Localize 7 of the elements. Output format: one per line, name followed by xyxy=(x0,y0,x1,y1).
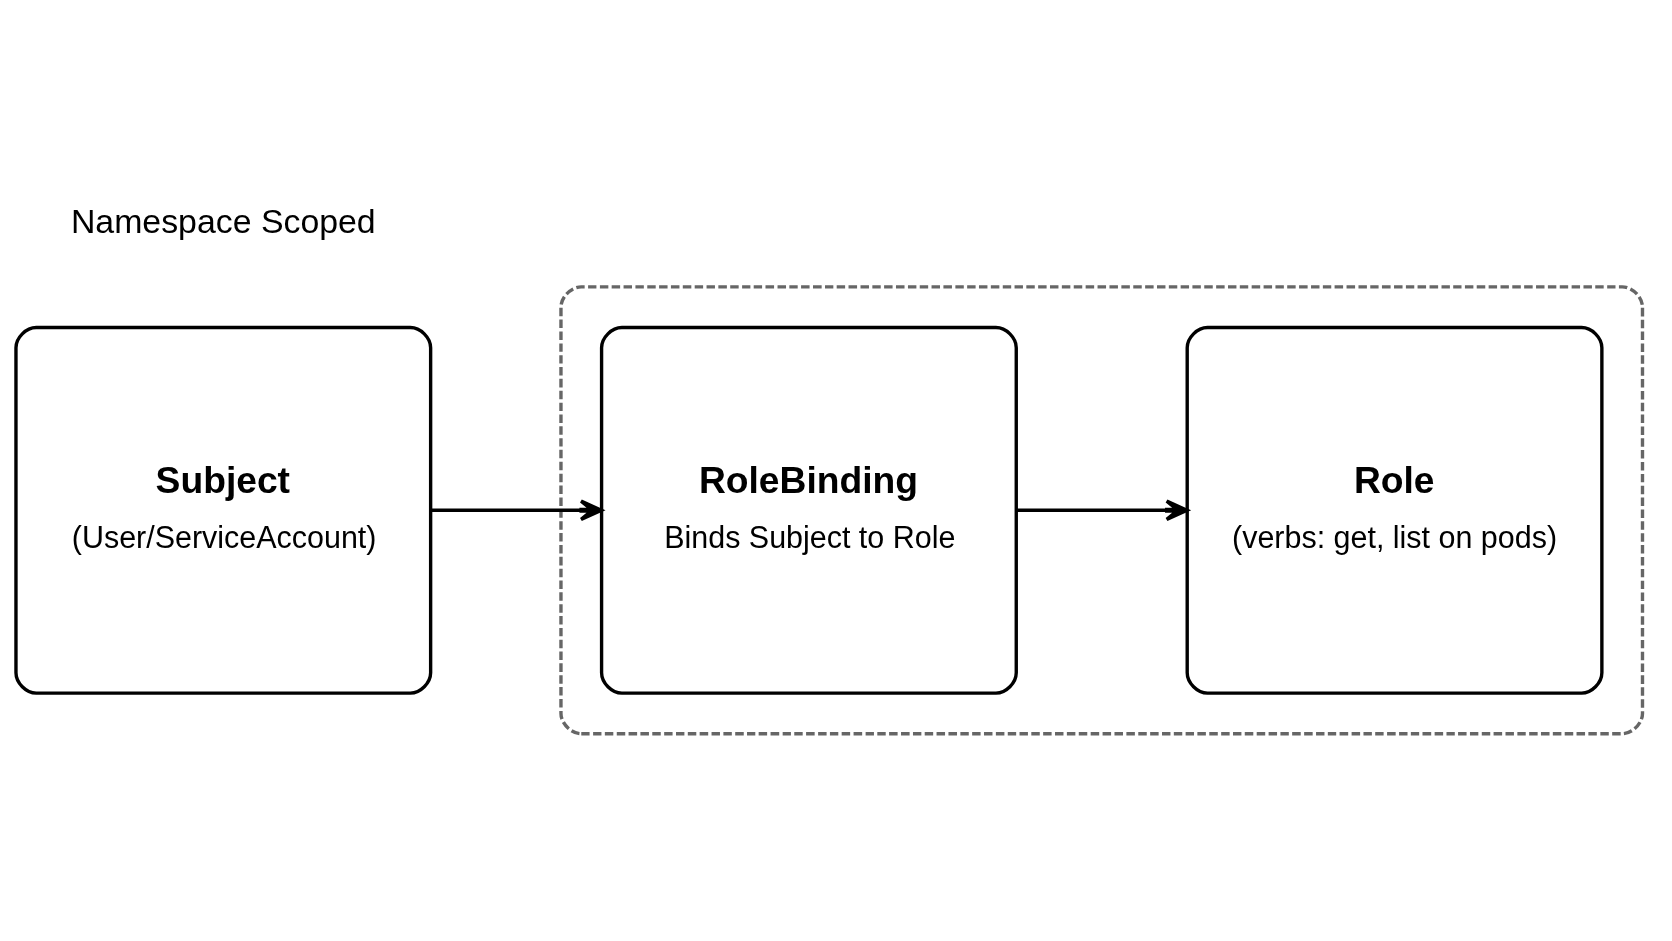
label: Namespace Scoped xyxy=(70,201,376,240)
node-box: Role (verbs: get, list on pods) xyxy=(1185,325,1604,695)
node-box: RoleBinding Binds Subject to Role xyxy=(599,325,1018,695)
arrow xyxy=(1016,499,1189,522)
arrow xyxy=(431,499,604,522)
node-box: Subject (User/ServiceAccount) xyxy=(14,325,433,695)
cluster xyxy=(559,285,1645,736)
